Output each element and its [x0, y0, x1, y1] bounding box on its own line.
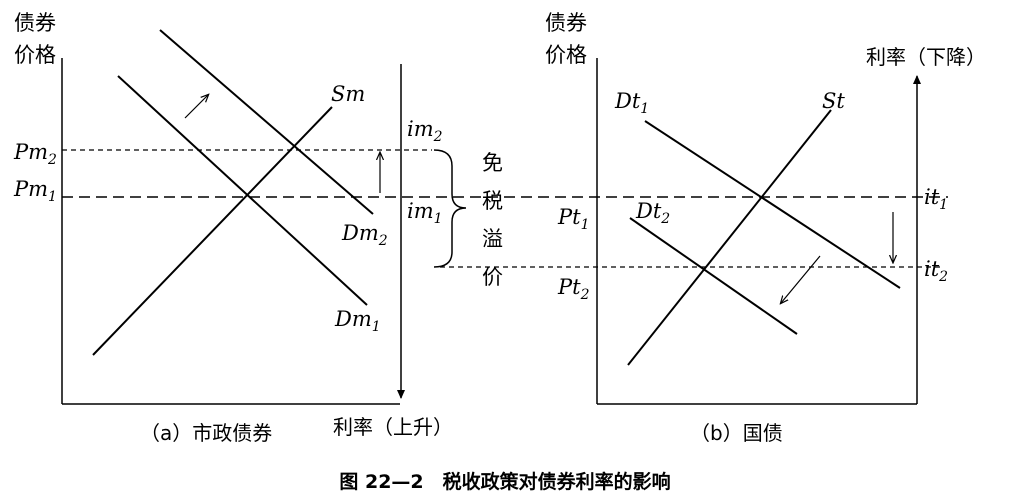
panel-a-pm1-label: Pm1	[13, 177, 57, 205]
panel-a-dm1-label: Dm1	[334, 307, 381, 335]
panel-b-dt2-label: Dt2	[635, 199, 670, 227]
panel-b-st-label: St	[822, 89, 845, 113]
panel-a-dm2-label: Dm2	[341, 221, 388, 249]
panel-b-treasury-bonds: 债券 价格 利率（下降） Pt1 Pt2 it1 it2 Dt1 St Dt2 …	[545, 11, 986, 445]
panel-a-supply-curve-sm	[92, 106, 333, 356]
bracket-char-3: 溢	[482, 227, 503, 251]
panel-b-y-label-line1: 债券	[545, 11, 587, 35]
panel-a-x-axis-label: 利率（上升）	[333, 415, 453, 439]
panel-b-dt1-label: Dt1	[614, 89, 649, 117]
panel-b-pt1-label: Pt1	[557, 205, 590, 233]
panel-a-demand-curve-dm1	[117, 75, 368, 306]
panel-b-demand-curve-dt1	[644, 120, 901, 289]
panel-a-im2-label: im2	[407, 117, 443, 145]
panel-b-supply-curve-st	[627, 109, 832, 366]
panel-a-im1-label: im1	[407, 199, 443, 227]
panel-b-pt2-label: Pt2	[557, 275, 590, 303]
panel-b-it1-label: it1	[924, 185, 948, 213]
figure-title: 图 22—2 税收政策对债券利率的影响	[339, 470, 670, 493]
panel-a-demand-curve-dm2	[159, 29, 374, 215]
panel-b-rate-axis-label: 利率（下降）	[866, 45, 986, 69]
tax-exempt-premium-bracket: 免 税 溢 价	[433, 149, 944, 289]
bracket-char-1: 免	[482, 151, 503, 175]
bracket-char-4: 价	[482, 265, 503, 289]
panel-b-demand-shift-arrow	[781, 255, 821, 303]
panel-a-sm-label: Sm	[331, 82, 365, 106]
panel-a-caption: （a）市政债券	[140, 421, 272, 445]
panel-b-caption: （b）国债	[690, 421, 783, 445]
panel-a-y-label-line1: 债券	[14, 11, 56, 35]
panel-a-pm2-label: Pm2	[13, 140, 57, 168]
panel-b-demand-curve-dt2	[629, 217, 798, 335]
panel-a-municipal-bonds: 债券 价格 Pm2 Pm1 im2 im1 Sm Dm2 Dm1 利率（上升） …	[13, 11, 948, 445]
panel-a-demand-shift-arrow	[184, 95, 208, 119]
panel-a-y-label-line2: 价格	[14, 43, 56, 67]
bracket-char-2: 税	[482, 189, 503, 213]
brace-shape	[433, 149, 467, 268]
panel-b-y-label-line2: 价格	[545, 43, 587, 67]
panel-b-it2-label: it2	[924, 257, 948, 285]
